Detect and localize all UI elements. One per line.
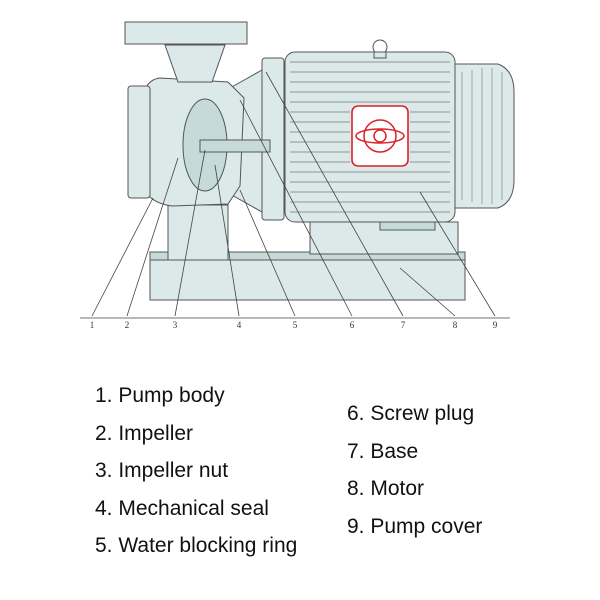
legend-left: 1. Pump body 2. Impeller 3. Impeller nut…: [95, 377, 297, 565]
legend-item: 4. Mechanical seal: [95, 496, 269, 520]
legend-item: 8. Motor: [347, 477, 425, 500]
callout-7: 7: [401, 320, 406, 330]
base-skid: [149, 257, 466, 301]
outlet-flange: [124, 21, 248, 45]
pump-diagram: 1 2 3 4 5 6 7 8 9: [80, 21, 515, 330]
brand-logo: [355, 119, 405, 153]
callout-3: 3: [173, 320, 178, 330]
callout-8: 8: [453, 320, 458, 330]
inlet-flange: [127, 85, 151, 199]
lifting-eye-base: [373, 51, 387, 59]
base-skid-top: [149, 251, 466, 261]
callout-1: 1: [90, 320, 95, 330]
legend-right: 6. Screw plug 7. Base 8. Motor 9. Pump c…: [347, 395, 482, 545]
nameplate: [351, 105, 409, 167]
shaft: [199, 139, 271, 153]
callout-5: 5: [293, 320, 298, 330]
callout-4: 4: [237, 320, 242, 330]
outlet-neck: [164, 44, 226, 83]
legend-item: 6. Screw plug: [347, 402, 475, 425]
legend-item: 2. Impeller: [95, 421, 194, 445]
legend-item: 9. Pump cover: [347, 514, 483, 538]
motor-flange: [261, 57, 285, 221]
callout-6: 6: [350, 320, 355, 330]
pump-support: [167, 204, 229, 261]
callout-9: 9: [493, 320, 498, 330]
legend-item: 3. Impeller nut: [95, 459, 229, 482]
legend-item: 1. Pump body: [95, 384, 225, 407]
callout-2: 2: [125, 320, 130, 330]
legend-item: 7. Base: [347, 439, 419, 463]
legend-item: 5. Water blocking ring: [95, 534, 298, 557]
fan-cover: [454, 63, 515, 209]
